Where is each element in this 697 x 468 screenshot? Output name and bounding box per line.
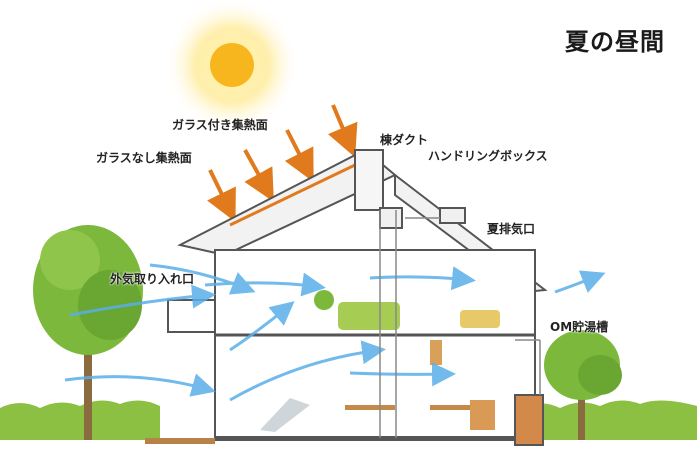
label-om-tank: OM貯湯槽 — [550, 320, 609, 334]
airflow-arrow — [149, 263, 256, 295]
airflow-arrow — [64, 373, 216, 397]
sun-icon — [164, 0, 300, 133]
label-summer-exhaust: 夏排気口 — [487, 222, 536, 236]
airflow-arrow — [229, 340, 386, 402]
heat-arrow — [243, 149, 274, 202]
tree-right — [544, 330, 622, 440]
label-outside-air-intake: 外気取り入れ口 — [110, 272, 195, 286]
page-title: 夏の昼間 — [565, 28, 665, 56]
ducts — [379, 210, 541, 438]
heat-arrow — [207, 169, 236, 223]
airflow-arrows — [64, 263, 606, 402]
airflow-arrow — [229, 301, 295, 352]
airflow-arrow — [554, 270, 606, 294]
furniture — [260, 290, 500, 432]
tree-left — [33, 225, 143, 440]
label-ridge-duct: 棟ダクト — [380, 133, 429, 147]
label-handling-box: ハンドリングボックス — [428, 149, 548, 163]
solar-heat-arrows — [207, 104, 358, 223]
airflow-arrow — [69, 284, 216, 317]
heat-arrow — [327, 104, 358, 158]
heat-arrow — [284, 129, 314, 183]
airflow-arrow — [349, 362, 456, 387]
airflow-arrow — [204, 272, 326, 297]
label-glazed-collector: ガラス付き集熱面 — [172, 118, 268, 132]
hedge — [0, 400, 697, 440]
label-unglazed-collector: ガラスなし集熱面 — [96, 151, 192, 165]
